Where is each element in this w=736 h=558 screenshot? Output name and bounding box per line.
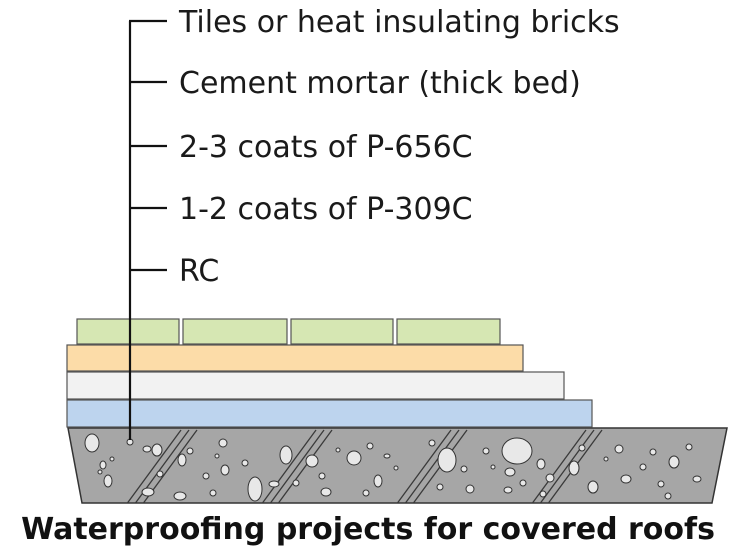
aggregate-stone [383, 453, 391, 459]
aggregate-stone [156, 470, 164, 478]
tile [182, 318, 288, 345]
aggregate-stone [436, 483, 444, 491]
p656c-coat-layer [66, 371, 565, 400]
aggregate-stone [84, 433, 100, 453]
aggregate-stone [335, 447, 341, 453]
aggregate-stone [587, 480, 599, 494]
aggregate-stone [247, 476, 263, 502]
diagram-caption: Waterproofing projects for covered roofs [21, 512, 715, 547]
aggregate-stone [568, 460, 580, 476]
tile [76, 318, 180, 345]
label-tiles: Tiles or heat insulating bricks [178, 5, 620, 40]
aggregate-stone [218, 438, 228, 448]
tile [396, 318, 501, 345]
aggregate-stone [460, 465, 468, 473]
aggregate-stone [685, 443, 693, 451]
aggregate-stone [320, 487, 332, 497]
aggregate-stone [504, 467, 516, 477]
aggregate-stone [109, 456, 115, 462]
aggregate-stone [373, 474, 383, 488]
aggregate-stone [97, 469, 103, 475]
label-p309c: 1-2 coats of P-309C [179, 192, 473, 227]
aggregate-stone [536, 458, 546, 470]
aggregate-stone [614, 444, 624, 454]
aggregate-stone [366, 442, 374, 450]
aggregate-stone [620, 474, 632, 484]
aggregate-stone [177, 453, 187, 467]
label-rc: RC [179, 254, 219, 289]
aggregate-stone [503, 486, 513, 494]
label-cement-mortar: Cement mortar (thick bed) [179, 66, 581, 101]
cement-mortar-layer [66, 344, 524, 372]
aggregate-stone [539, 490, 547, 498]
label-leader [128, 19, 167, 440]
aggregate-stone [519, 479, 527, 487]
aggregate-stone [209, 489, 217, 497]
aggregate-stones [84, 433, 702, 502]
aggregate-stone [151, 443, 163, 457]
aggregate-stone [664, 492, 672, 500]
aggregate-stone [142, 445, 152, 453]
aggregate-stone [268, 480, 280, 488]
aggregate-stone [279, 445, 293, 465]
aggregate-stone [346, 450, 362, 466]
p309c-coat-layer [66, 399, 593, 428]
rc-slab-layer [67, 427, 728, 504]
aggregate-stone [292, 479, 300, 487]
aggregate-stone [393, 465, 399, 471]
aggregate-stone [141, 487, 155, 497]
aggregate-stone [692, 475, 702, 483]
aggregate-stone [639, 463, 647, 471]
aggregate-stone [362, 489, 370, 497]
aggregate-stone [202, 472, 210, 480]
aggregate-stone [318, 472, 326, 480]
aggregate-stone [220, 464, 230, 476]
label-p656c: 2-3 coats of P-656C [179, 130, 473, 165]
aggregate-stone [103, 474, 113, 488]
aggregate-stone [657, 480, 665, 488]
tile [290, 318, 394, 345]
aggregate-stone [649, 448, 657, 456]
aggregate-stone [241, 459, 249, 467]
aggregate-stone [545, 473, 555, 483]
aggregate-stone [173, 491, 187, 501]
aggregate-stone [465, 484, 475, 494]
aggregate-stone [305, 454, 319, 468]
tiles-layer [76, 318, 501, 345]
aggregate-stone [482, 447, 490, 455]
aggregate-stone [668, 455, 680, 469]
aggregate-stone [99, 460, 107, 470]
aggregate-stone [428, 439, 436, 447]
aggregate-stone [603, 456, 609, 462]
aggregate-stone [490, 464, 496, 470]
aggregate-stone [214, 453, 220, 459]
aggregate-stone [501, 437, 533, 465]
aggregate-stone [578, 444, 586, 452]
aggregate-stone [437, 447, 457, 473]
aggregate-stone [186, 447, 194, 455]
